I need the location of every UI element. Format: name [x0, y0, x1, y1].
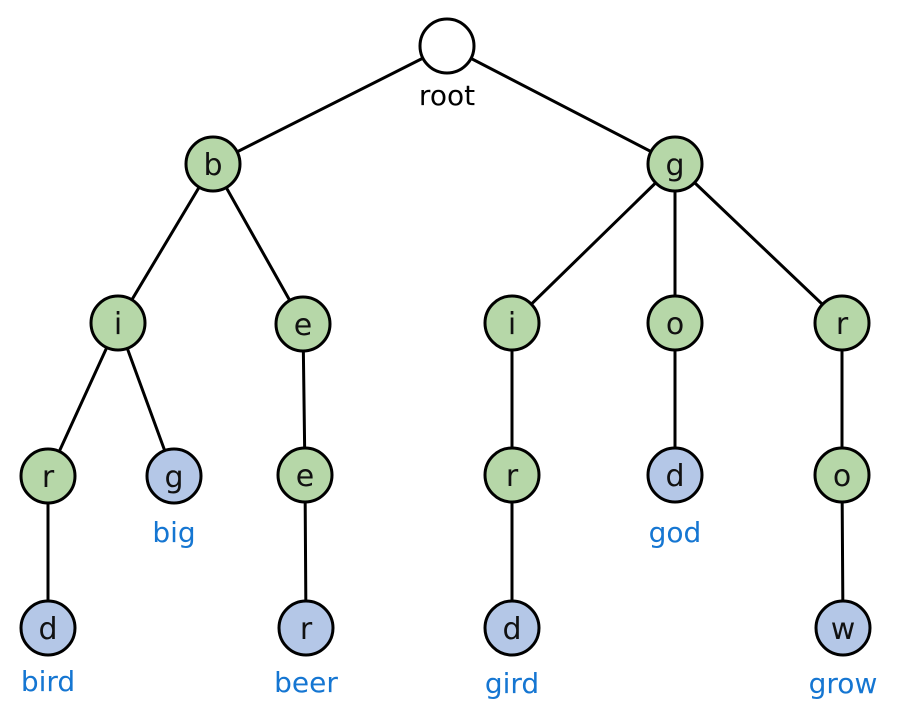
trie-node-letter-o1: o	[666, 307, 684, 342]
trie-node-w1-w	[814, 599, 872, 657]
trie-node-b-b	[184, 135, 242, 193]
trie-edge-g1-r3	[673, 162, 844, 325]
word-label-gird: gird	[485, 667, 539, 700]
trie-node-letter-e2: e	[296, 459, 314, 494]
trie-node-e2-e	[276, 446, 334, 504]
trie-edge-root-b	[211, 44, 449, 166]
trie-edge-b-i1	[116, 162, 215, 325]
trie-node-letter-d1: d	[38, 612, 57, 647]
trie-node-i2-i	[483, 294, 541, 352]
trie-node-letter-i1: i	[114, 307, 122, 342]
word-label-beer: beer	[274, 666, 338, 699]
trie-node-r3-r	[813, 294, 871, 352]
trie-node-e1-e	[274, 295, 332, 353]
trie-node-letter-d3: d	[502, 612, 521, 647]
trie-node-letter-g1: g	[665, 148, 684, 183]
trie-node-letter-r2: r	[300, 612, 313, 647]
trie-node-d3-d	[483, 599, 541, 657]
trie-edge-b-e1	[211, 162, 305, 326]
trie-node-d2-d	[646, 446, 704, 504]
trie-node-r2-r	[277, 599, 335, 657]
trie-node-g2-g	[145, 447, 203, 505]
word-label-grow: grow	[809, 667, 878, 700]
trie-node-letter-b: b	[203, 148, 222, 183]
word-label-bird: bird	[21, 665, 75, 698]
trie-node-i1-i	[89, 294, 147, 352]
trie-node-r4-r	[483, 446, 541, 504]
word-label-god: god	[649, 516, 702, 549]
trie-node-letter-g2: g	[164, 460, 183, 495]
trie-node-letter-r3: r	[836, 307, 849, 342]
trie-node-g1-g	[646, 135, 704, 193]
word-label-big: big	[152, 516, 195, 549]
trie-node-letter-o2: o	[833, 459, 851, 494]
trie-edge-g1-i2	[510, 162, 677, 325]
trie-node-letter-e1: e	[294, 308, 312, 343]
trie-node-d1-d	[19, 599, 77, 657]
trie-node-o2-o	[813, 446, 871, 504]
trie-node-letter-w1: w	[831, 612, 856, 647]
trie-edge-root-g1	[445, 44, 677, 166]
trie-node-o1-o	[646, 294, 704, 352]
root-label: root	[419, 79, 475, 112]
trie-node-letter-r4: r	[506, 459, 519, 494]
trie-node-root	[418, 17, 476, 75]
trie-node-letter-i2: i	[508, 307, 516, 342]
trie-node-r1-r	[19, 447, 77, 505]
trie-node-letter-d2: d	[665, 459, 684, 494]
trie-node-letter-r1: r	[42, 460, 55, 495]
